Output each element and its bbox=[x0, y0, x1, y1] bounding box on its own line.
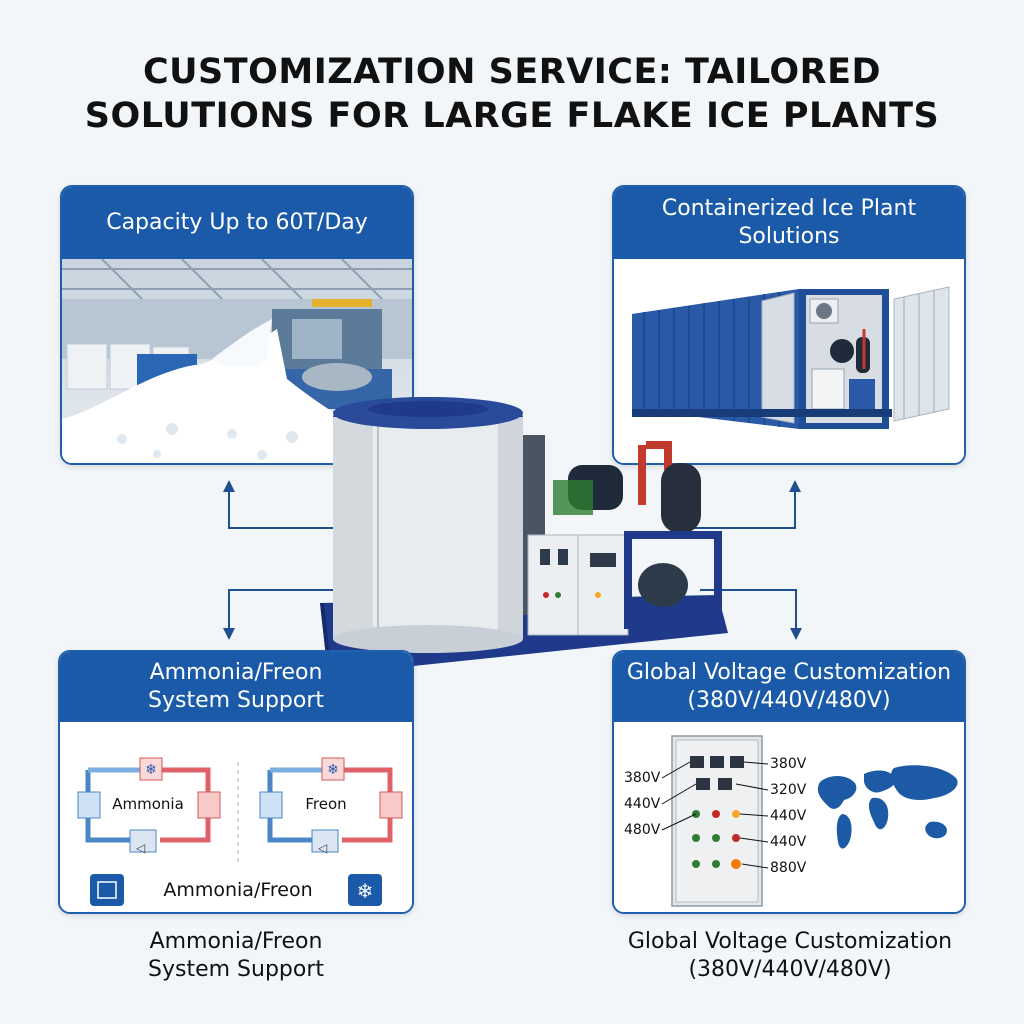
snowflake-icon bbox=[348, 874, 382, 906]
refrigerant-card-header: Ammonia/Freon System Support bbox=[60, 652, 412, 722]
connector-top-left bbox=[228, 490, 350, 529]
svg-text:❄: ❄ bbox=[145, 762, 157, 778]
page-title: CUSTOMIZATION SERVICE: TAILORED SOLUTION… bbox=[0, 50, 1024, 138]
page-title-line-2: SOLUTIONS FOR LARGE FLAKE ICE PLANTS bbox=[84, 96, 940, 136]
arrow-up-icon bbox=[223, 480, 235, 492]
refrigerant-card-title-line-2: System Support bbox=[148, 688, 324, 713]
molecule-box-icon bbox=[90, 874, 124, 906]
arrow-up-icon bbox=[789, 480, 801, 492]
voltage-card-title-line-1: Global Voltage Customization bbox=[626, 660, 952, 685]
flake-ice-machine-image bbox=[320, 397, 728, 675]
voltage-diagram: 380V 440V 480V 380V 320V 440V 440V 880V bbox=[614, 722, 964, 912]
caption-voltage: Global Voltage Customization (380V/440V/… bbox=[590, 928, 990, 984]
page-title-line-1: CUSTOMIZATION SERVICE: TAILORED bbox=[142, 52, 882, 92]
connector-top-right bbox=[690, 490, 796, 529]
svg-text:❄: ❄ bbox=[357, 879, 374, 903]
capacity-card-title: Capacity Up to 60T/Day bbox=[106, 210, 368, 235]
refrigerant-diagram: ❄ ◁ Ammonia ❄ ◁ Freon bbox=[60, 722, 412, 912]
refrigeration-cycle-diagram: ❄ ◁ Ammonia ❄ ◁ Freon bbox=[60, 722, 412, 912]
shipping-container-illustration bbox=[614, 259, 964, 463]
container-card-header: Containerized Ice Plant Solutions bbox=[614, 187, 964, 259]
voltage-card-header: Global Voltage Customization (380V/440V/… bbox=[614, 652, 964, 722]
caption-voltage-line-2: (380V/440V/480V) bbox=[688, 957, 892, 982]
factory-illustration bbox=[62, 258, 412, 463]
capacity-card-header: Capacity Up to 60T/Day bbox=[62, 187, 412, 259]
refrigerant-card-title-line-1: Ammonia/Freon bbox=[149, 660, 323, 685]
world-map-icon bbox=[817, 765, 958, 849]
caption-refrigerant-line-1: Ammonia/Freon bbox=[149, 929, 323, 954]
voltage-card-title-line-2: (380V/440V/480V) bbox=[687, 688, 891, 713]
shipping-container-image bbox=[614, 259, 964, 463]
voltage-label-right-1: 380V bbox=[770, 756, 807, 772]
connector-bottom-left bbox=[228, 589, 340, 630]
voltage-label-right-3: 440V bbox=[770, 808, 807, 824]
voltage-label-right-5: 880V bbox=[770, 860, 807, 876]
ammonia-cycle: ❄ ◁ Ammonia bbox=[77, 757, 221, 855]
voltage-label-left-1: 380V bbox=[624, 770, 661, 786]
container-card-title-line-1: Containerized Ice Plant bbox=[661, 196, 917, 221]
container-card: Containerized Ice Plant Solutions bbox=[612, 185, 966, 465]
connector-bottom-right bbox=[700, 589, 797, 630]
caption-refrigerant: Ammonia/Freon System Support bbox=[58, 928, 414, 984]
arrow-down-icon bbox=[223, 628, 235, 640]
freon-cycle-label: Freon bbox=[305, 795, 346, 813]
caption-voltage-line-1: Global Voltage Customization bbox=[627, 929, 953, 954]
capacity-card: Capacity Up to 60T/Day bbox=[60, 185, 414, 465]
voltage-label-left-2: 440V bbox=[624, 796, 661, 812]
voltage-label-right-4: 440V bbox=[770, 834, 807, 850]
svg-text:◁: ◁ bbox=[317, 841, 327, 855]
svg-text:❄: ❄ bbox=[327, 762, 339, 778]
factory-scene-image bbox=[62, 258, 412, 463]
container-card-title-line-2: Solutions bbox=[738, 224, 840, 249]
ammonia-cycle-label: Ammonia bbox=[112, 795, 184, 813]
arrow-down-icon bbox=[790, 628, 802, 640]
refrigerant-card: Ammonia/Freon System Support ❄ ◁ Ammonia bbox=[58, 650, 414, 914]
voltage-label-right-2: 320V bbox=[770, 782, 807, 798]
refrigerant-footer-label: Ammonia/Freon bbox=[163, 879, 312, 901]
svg-text:◁: ◁ bbox=[135, 841, 145, 855]
voltage-card: Global Voltage Customization (380V/440V/… bbox=[612, 650, 966, 914]
voltage-label-left-3: 480V bbox=[624, 822, 661, 838]
freon-cycle: ❄ ◁ Freon bbox=[259, 757, 403, 855]
caption-refrigerant-line-2: System Support bbox=[148, 957, 324, 982]
control-panel-and-map: 380V 440V 480V 380V 320V 440V 440V 880V bbox=[614, 722, 964, 912]
